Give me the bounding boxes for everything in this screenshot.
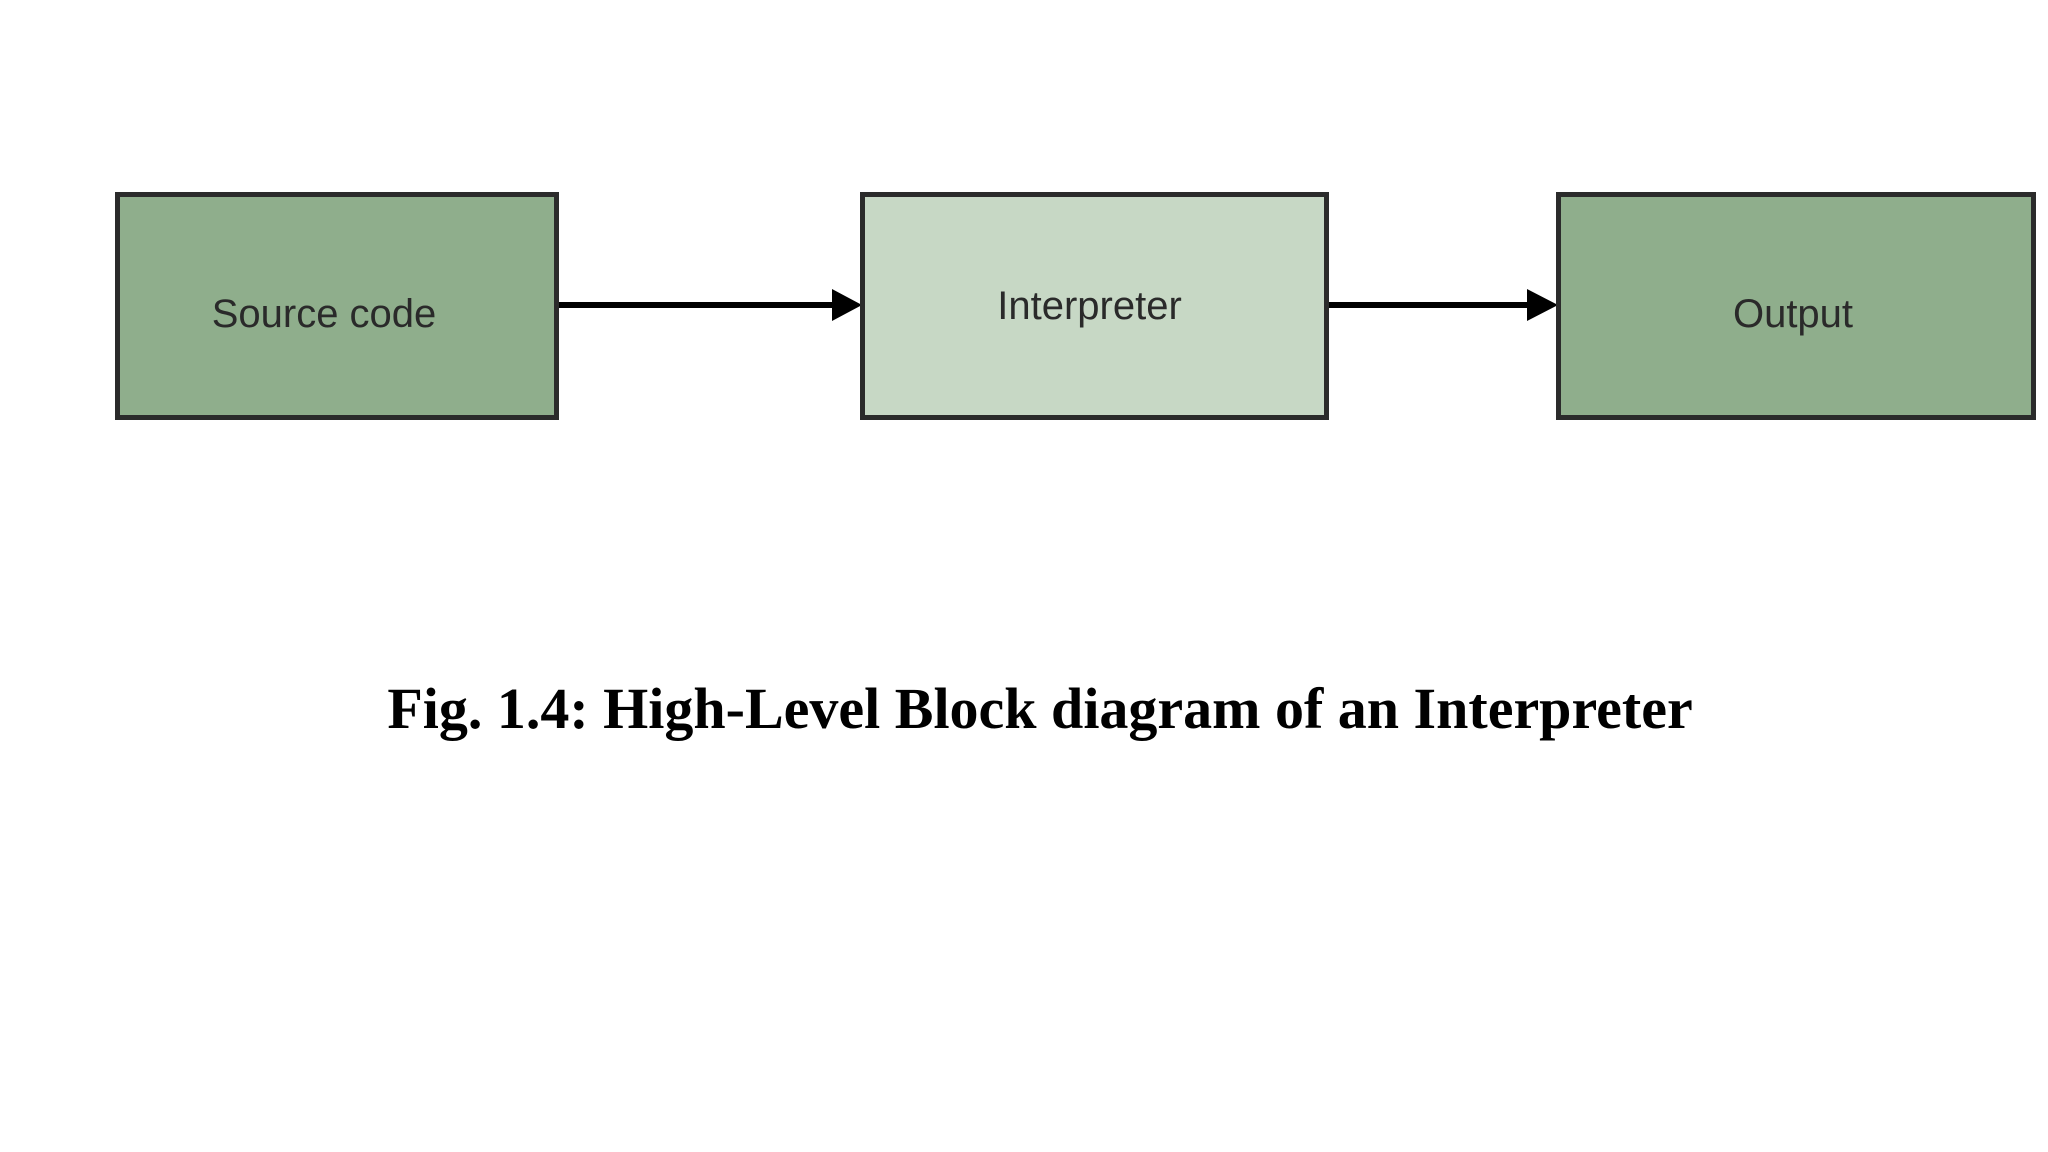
arrow-interpreter-to-output: [1329, 289, 1558, 321]
figure-caption: Fig. 1.4: High-Level Block diagram of an…: [387, 676, 1693, 741]
interpreter-label: Interpreter: [997, 283, 1182, 328]
interpreter-block: Interpreter: [860, 192, 1329, 420]
output-label: Output: [1732, 291, 1854, 336]
arrow-source-to-interpreter: [559, 289, 862, 321]
output-block: Output: [1556, 192, 2036, 420]
source-code-block: Source code: [115, 192, 559, 420]
source-code-label: Source code: [211, 291, 437, 336]
